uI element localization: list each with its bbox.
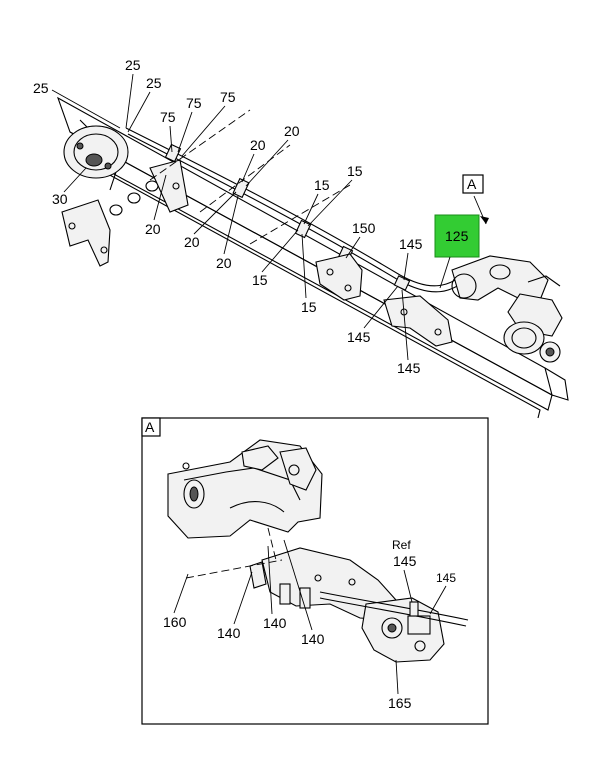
detail-tag-main-label: A xyxy=(467,176,477,192)
callout-165: 165 xyxy=(388,695,412,711)
callout-15-d: 15 xyxy=(301,299,317,315)
callout-15-b: 15 xyxy=(347,163,363,179)
callout-15-c: 15 xyxy=(252,272,268,288)
phantom-lines-main xyxy=(149,109,351,245)
detail-tag-main: A xyxy=(462,174,489,225)
callout-20-e: 20 xyxy=(216,255,232,271)
detail-tag-label: A xyxy=(145,419,155,435)
callout-25-c: 25 xyxy=(33,80,49,96)
callout-25-b: 25 xyxy=(146,75,162,91)
callout-15-a: 15 xyxy=(314,177,330,193)
detail-tag-box xyxy=(141,417,161,437)
callout-140-a: 140 xyxy=(217,625,241,641)
callouts-detail: 160 140 140 140 Ref 145 145 165 xyxy=(163,538,456,711)
callout-145-d: 145 xyxy=(393,553,417,569)
callout-140-b: 140 xyxy=(263,615,287,631)
callout-20-b: 20 xyxy=(250,137,266,153)
callout-20-c: 20 xyxy=(284,123,300,139)
bracket-145 xyxy=(383,295,453,347)
callout-140-c: 140 xyxy=(301,631,325,647)
callout-20-a: 20 xyxy=(145,221,161,237)
mount-bracket-150 xyxy=(315,253,363,301)
callout-145-e: 145 xyxy=(436,571,456,585)
air-compressor-assembly xyxy=(451,255,563,363)
callout-ref: Ref xyxy=(392,538,411,552)
callout-125: 125 xyxy=(445,228,469,244)
air-line-detail xyxy=(319,591,469,627)
callout-150: 150 xyxy=(352,220,376,236)
callout-145-b: 145 xyxy=(347,329,371,345)
phantom-line-detail-a xyxy=(185,559,283,579)
callout-75-c: 75 xyxy=(220,89,236,105)
callout-75-b: 75 xyxy=(186,95,202,111)
callout-75-a: 75 xyxy=(160,109,176,125)
brake-assembly-30 xyxy=(63,125,129,179)
part-125-highlight[interactable]: 125 xyxy=(434,214,480,258)
callout-20-d: 20 xyxy=(184,234,200,250)
valve-assembly-165 xyxy=(361,597,445,663)
line-clips xyxy=(164,143,411,291)
callout-145-c: 145 xyxy=(397,360,421,376)
phantom-line-detail-b xyxy=(267,527,277,561)
detail-view-a: A xyxy=(141,417,489,725)
callout-160: 160 xyxy=(163,614,187,630)
callout-25-a: 25 xyxy=(125,57,141,73)
callouts-main: 25 25 25 30 75 75 75 20 20 20 20 20 15 1… xyxy=(33,57,423,376)
spring-hanger-bracket xyxy=(61,159,189,267)
callout-30: 30 xyxy=(52,191,68,207)
callout-145-a: 145 xyxy=(399,236,423,252)
housing-detail xyxy=(167,439,323,539)
